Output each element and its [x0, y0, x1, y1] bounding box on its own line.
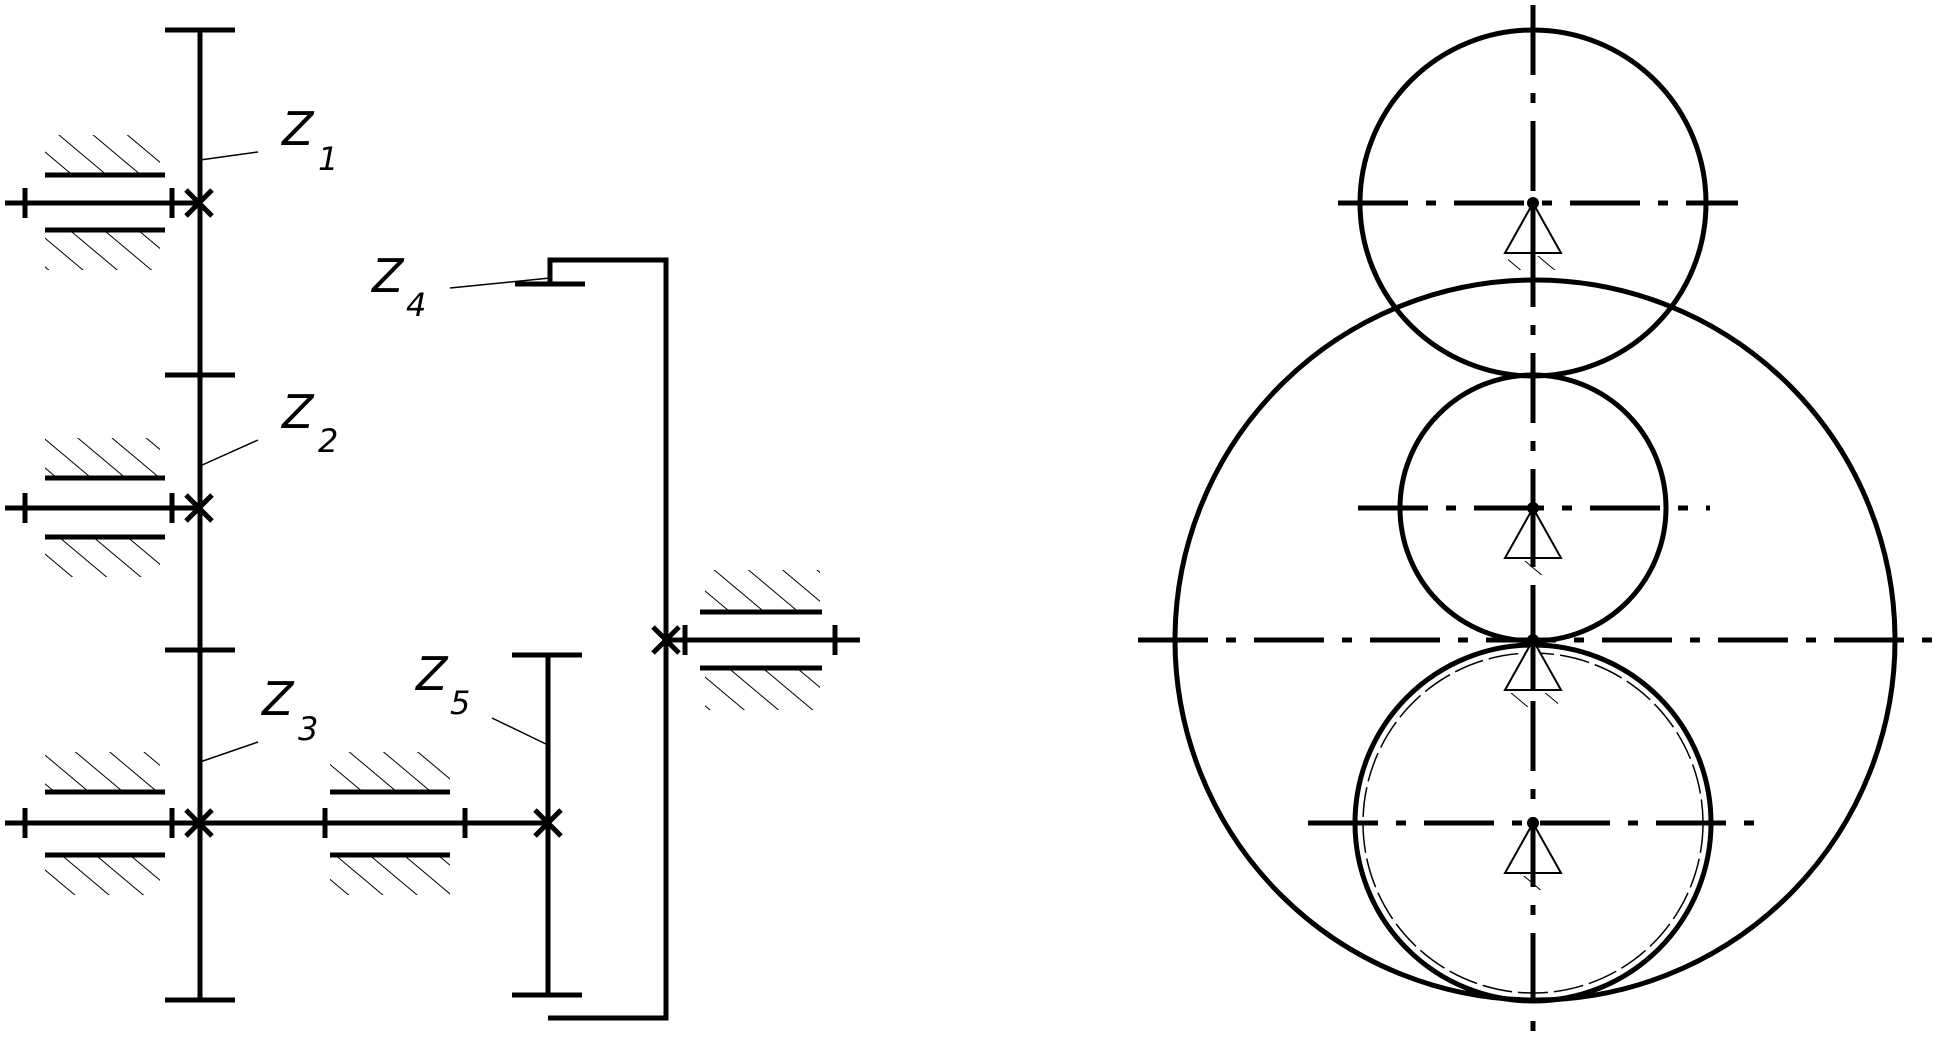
bearing-3: [45, 752, 165, 895]
svg-text:Z: Z: [414, 647, 449, 701]
svg-text:Z: Z: [260, 672, 295, 726]
label-z5: Z 5: [414, 647, 549, 746]
bearing-4: [330, 752, 450, 895]
svg-text:4: 4: [406, 286, 426, 324]
support-middle: [1503, 502, 1563, 575]
support-ring: [1503, 634, 1563, 707]
svg-text:Z: Z: [370, 249, 405, 303]
shaft-output: [651, 625, 860, 655]
svg-text:Z: Z: [280, 102, 315, 156]
svg-text:2: 2: [318, 422, 338, 460]
svg-text:Z: Z: [280, 385, 315, 439]
shaft-2: [5, 493, 214, 523]
label-z3: Z 3: [199, 672, 318, 763]
label-z2: Z 2: [199, 385, 338, 467]
bearing-5: [700, 570, 822, 710]
svg-text:1: 1: [318, 140, 338, 178]
gear-z4: [515, 257, 669, 1021]
svg-text:5: 5: [450, 684, 470, 722]
shaft-3: [5, 808, 563, 838]
bearing-2: [45, 438, 165, 577]
label-z4: Z 4: [370, 249, 551, 324]
gear-circle-view: [1138, 5, 1943, 1035]
bearing-1: [45, 135, 165, 270]
support-top: [1503, 197, 1563, 270]
svg-text:3: 3: [298, 710, 318, 748]
support-bottom: [1503, 817, 1563, 890]
gear-z5: [512, 652, 582, 998]
kinematic-scheme: Z 1 Z 2 Z 3 Z 4 Z 5: [5, 27, 860, 1021]
label-z1: Z 1: [199, 102, 338, 178]
shaft-1: [5, 188, 214, 218]
